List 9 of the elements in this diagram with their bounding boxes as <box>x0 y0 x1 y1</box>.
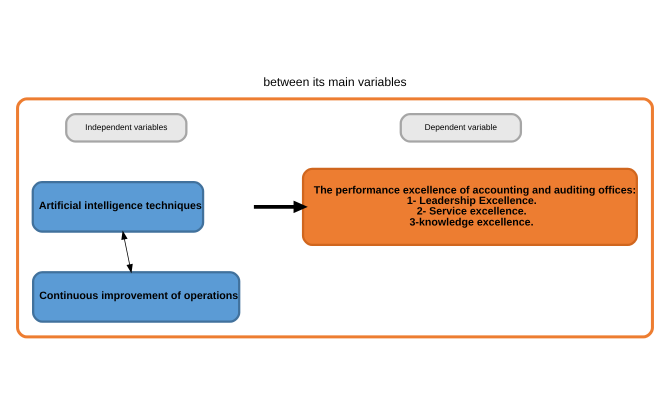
arrow <box>121 230 133 274</box>
node-box: Dependent variable <box>400 112 522 143</box>
node-box: Continuous improvement of operations <box>32 271 240 323</box>
diagram-title: between its main variables <box>263 74 407 89</box>
cluster <box>16 97 654 338</box>
node-box: Independent variables <box>65 112 188 143</box>
arrow <box>254 200 308 214</box>
node-box: The performance excellence of accounting and auditing offices: 1- Leadership Excellence. 2- Service excellence. 3-knowledge excellence. <box>302 168 638 246</box>
node-box: Artificial intelligence techniques <box>32 181 204 233</box>
